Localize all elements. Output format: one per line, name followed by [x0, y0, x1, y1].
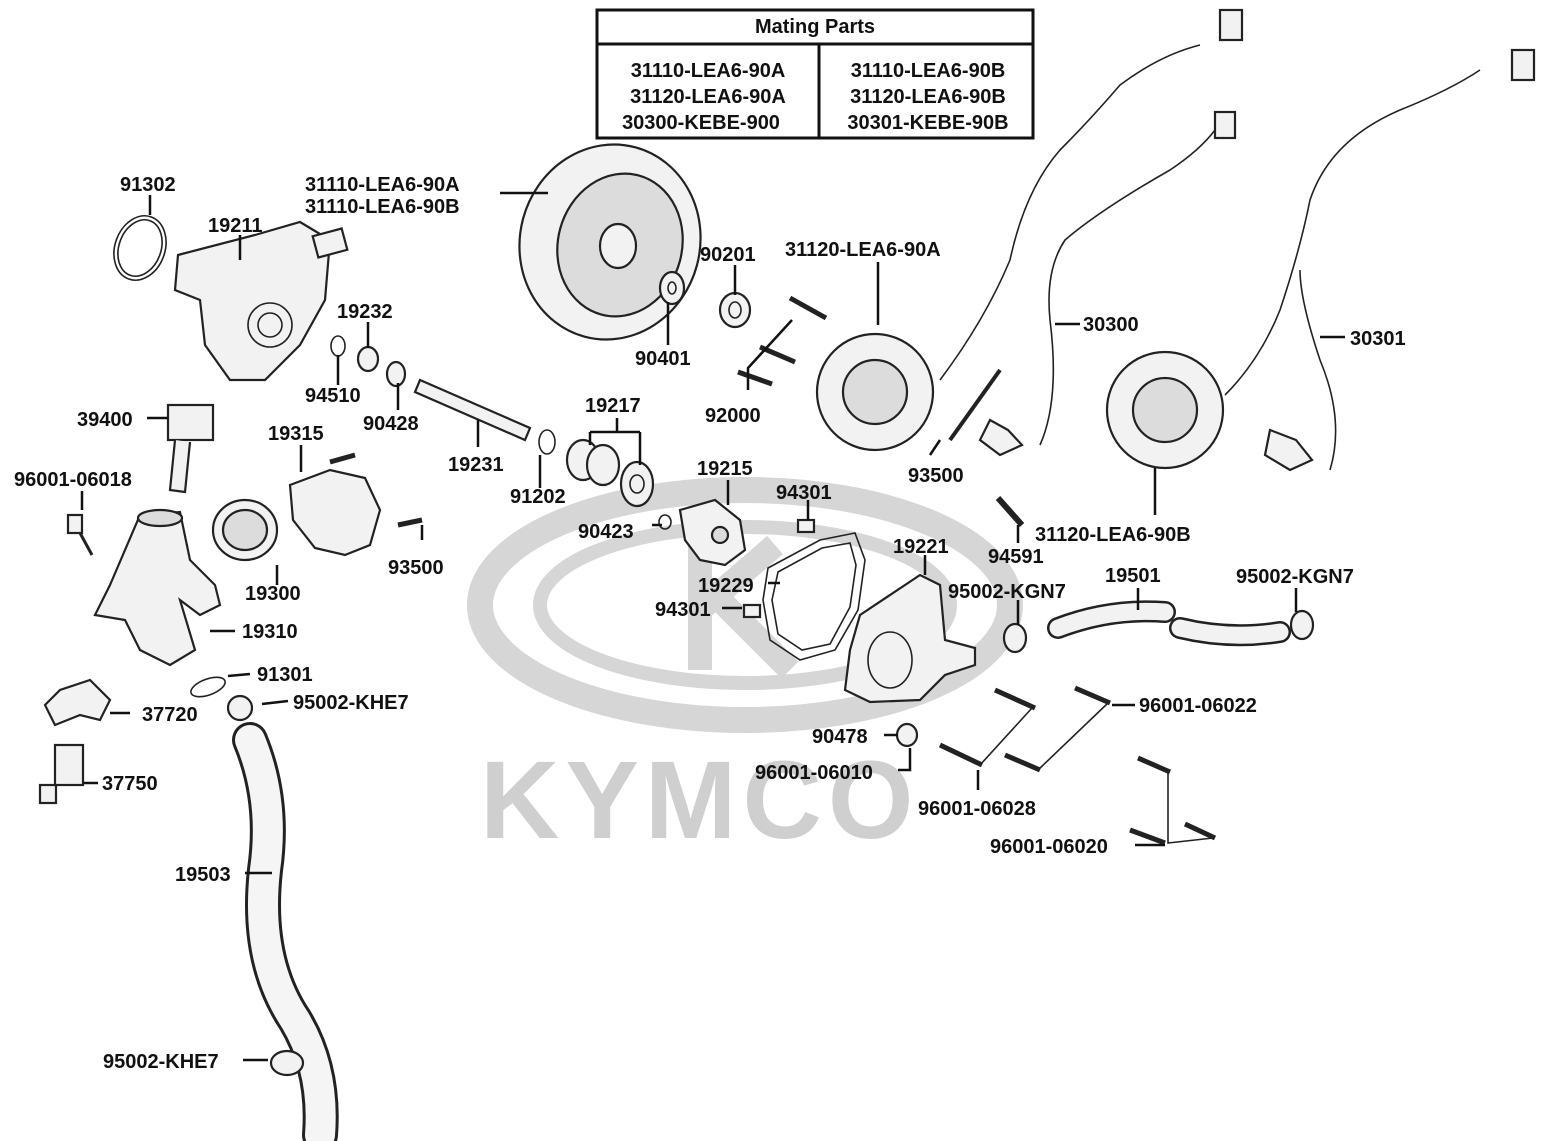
label-37720: 37720 — [142, 704, 198, 726]
mating-left-3: 30300-KEBE-900 — [622, 112, 780, 134]
label-19211: 19211 — [208, 215, 263, 237]
label-94591: 94591 — [988, 546, 1044, 568]
label-92000: 92000 — [705, 405, 761, 427]
label-94301-b: 94301 — [655, 599, 711, 621]
label-19231: 19231 — [448, 454, 504, 476]
label-37750: 37750 — [102, 773, 158, 795]
label-19310: 19310 — [242, 621, 298, 643]
label-19503: 19503 — [175, 864, 231, 886]
label-19215: 19215 — [697, 458, 753, 480]
part-labels: 91302 19211 31110-LEA6-90A 31110-LEA6-90… — [14, 174, 1406, 1073]
mating-parts-table: Mating Parts 31110-LEA6-90A 31120-LEA6-9… — [595, 8, 1035, 140]
label-95002-kgn7-b: 95002-KGN7 — [1236, 566, 1354, 588]
label-90428: 90428 — [363, 413, 419, 435]
label-30300: 30300 — [1083, 314, 1139, 336]
label-39400: 39400 — [77, 409, 133, 431]
label-96001-06020: 96001-06020 — [990, 836, 1108, 858]
label-94510: 94510 — [305, 385, 361, 407]
label-95002-khe7-b: 95002-KHE7 — [103, 1051, 219, 1073]
label-90201: 90201 — [700, 244, 756, 266]
mating-left-1: 31110-LEA6-90A — [631, 60, 786, 82]
label-95002-kgn7-a: 95002-KGN7 — [948, 581, 1066, 603]
label-31120-lea6-90a: 31120-LEA6-90A — [785, 239, 941, 261]
label-96001-06010: 96001-06010 — [755, 762, 873, 784]
mating-parts-title: Mating Parts — [755, 16, 875, 38]
label-31120-lea6-90b: 31120-LEA6-90B — [1035, 524, 1191, 546]
label-95002-khe7-a: 95002-KHE7 — [293, 692, 409, 714]
part-drawings — [38, 8, 1536, 1141]
label-93500-b: 93500 — [908, 465, 964, 487]
label-30301: 30301 — [1350, 328, 1406, 350]
label-94301-a: 94301 — [776, 482, 832, 504]
label-96001-06018: 96001-06018 — [14, 469, 132, 491]
label-93500-a: 93500 — [388, 557, 444, 579]
label-90478: 90478 — [812, 726, 868, 748]
label-31110-lea6-90b: 31110-LEA6-90B — [305, 196, 460, 218]
label-19300: 19300 — [245, 583, 301, 605]
mating-right-1: 31110-LEA6-90B — [851, 60, 1006, 82]
label-31110-lea6-90a: 31110-LEA6-90A — [305, 174, 460, 196]
watermark-brand: KYMCO — [480, 739, 919, 862]
label-91202: 91202 — [510, 486, 566, 508]
label-19501: 19501 — [1105, 565, 1161, 587]
label-19221: 19221 — [893, 536, 949, 558]
label-90423: 90423 — [578, 521, 634, 543]
leader-lines — [80, 191, 1345, 1062]
label-19315: 19315 — [268, 423, 324, 445]
label-91302: 91302 — [120, 174, 176, 196]
mating-right-2: 31120-LEA6-90B — [850, 86, 1006, 108]
label-19232: 19232 — [337, 301, 393, 323]
mating-left-2: 31120-LEA6-90A — [630, 86, 786, 108]
kymco-watermark: KYMCO — [467, 477, 1023, 862]
label-90401: 90401 — [635, 348, 691, 370]
label-96001-06028: 96001-06028 — [918, 798, 1036, 820]
label-96001-06022: 96001-06022 — [1139, 695, 1257, 717]
label-19217: 19217 — [585, 395, 641, 417]
label-91301: 91301 — [257, 664, 313, 686]
label-19229: 19229 — [698, 575, 754, 597]
mating-right-3: 30301-KEBE-90B — [847, 112, 1008, 134]
